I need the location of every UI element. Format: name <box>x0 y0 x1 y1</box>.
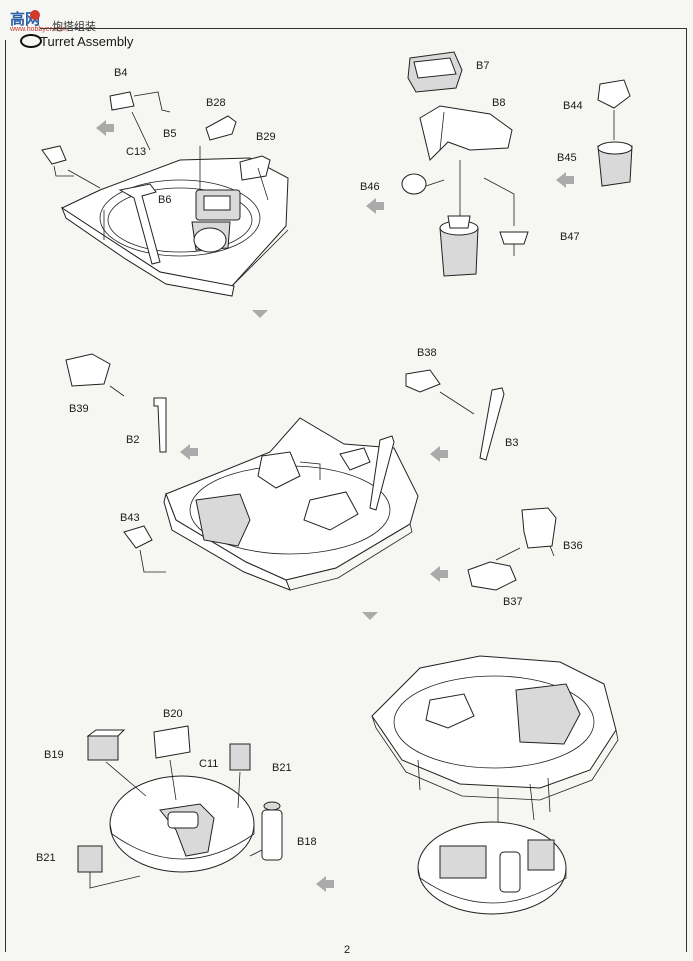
part-label-c11: C11 <box>199 758 219 770</box>
arrow-icon <box>366 198 384 214</box>
watermark-logo: 高网 www.hobbyer.com <box>4 4 67 48</box>
step4-assembly <box>77 725 283 889</box>
arrow-icon <box>556 172 574 188</box>
logo-url: www.hobbyer.com <box>10 26 67 33</box>
arrow-icon <box>430 446 448 462</box>
part-label-b19: B19 <box>44 749 64 761</box>
part-label-b29: B29 <box>256 131 276 143</box>
logo-dot-icon <box>30 10 40 20</box>
section-title-cn: 炮塔组装 <box>52 21 96 33</box>
arrow-icon <box>316 876 334 892</box>
part-label-b37: B37 <box>503 596 523 608</box>
part-label-b39: B39 <box>69 403 89 415</box>
part-label-b18: B18 <box>297 836 317 848</box>
part-label-b20: B20 <box>163 708 183 720</box>
step-arrow-icon <box>362 612 378 620</box>
part-label-b43: B43 <box>120 512 140 524</box>
part-label-b36: B36 <box>563 540 583 552</box>
step-arrow-icon <box>252 310 268 318</box>
logo-ring-icon <box>20 34 42 48</box>
part-label-b8: B8 <box>492 97 506 109</box>
frame-right <box>686 28 687 952</box>
part-label-b28: B28 <box>206 97 226 109</box>
part-label-b4: B4 <box>114 67 128 79</box>
part-label-c13: C13 <box>126 146 147 158</box>
frame-top <box>40 28 686 29</box>
part-label-b44: B44 <box>563 100 583 112</box>
final-assembly <box>371 655 619 915</box>
part-label-b3: B3 <box>505 437 519 449</box>
part-label-b46: B46 <box>360 181 380 193</box>
part-label-b47: B47 <box>560 231 580 243</box>
part-label-b2: B2 <box>126 434 140 446</box>
part-label-b6: B6 <box>158 194 172 206</box>
part-label-b21-top: B21 <box>272 762 292 774</box>
part-label-b38: B38 <box>417 347 437 359</box>
part-label-b45: B45 <box>557 152 577 164</box>
arrow-icon <box>180 444 198 460</box>
step1-assembly <box>41 91 289 297</box>
frame-left <box>5 40 6 952</box>
section-title: Turret Assembly <box>40 34 134 49</box>
part-label-b21-bottom: B21 <box>36 852 56 864</box>
step2-assembly <box>401 51 633 277</box>
arrow-icon <box>430 566 448 582</box>
part-label-b5: B5 <box>163 128 177 140</box>
step3-assembly <box>65 353 557 591</box>
arrow-icon <box>96 120 114 136</box>
page-number: 2 <box>344 944 351 956</box>
part-label-b7: B7 <box>476 60 490 72</box>
